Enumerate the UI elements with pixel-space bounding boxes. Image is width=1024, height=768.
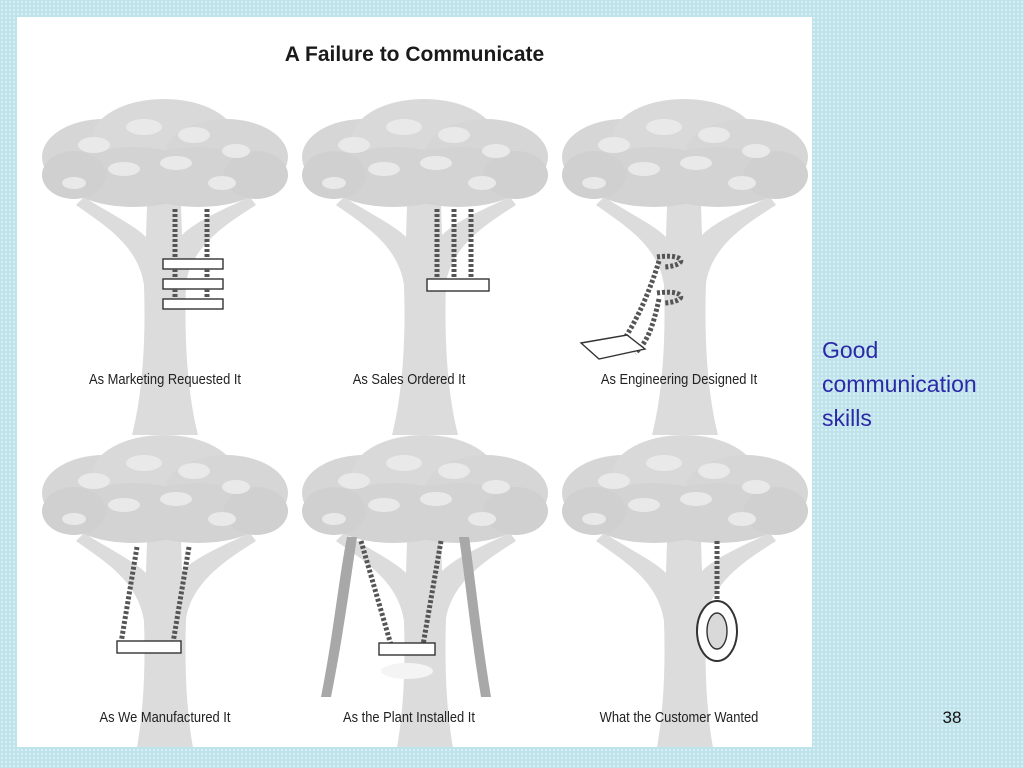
caption-manufactured: As We Manufactured It — [99, 709, 231, 726]
swing-angled — [116, 546, 192, 654]
side-text: Good communication skills — [822, 333, 1022, 435]
side-text-line: Good — [822, 337, 879, 363]
caption-plant: As the Plant Installed It — [343, 709, 475, 726]
caption-marketing: As Marketing Requested It — [88, 371, 242, 388]
side-text-line: skills — [822, 405, 872, 431]
side-text-line: communication — [822, 371, 977, 397]
tree-swing-illustration — [42, 99, 808, 747]
caption-customer: What the Customer Wanted — [599, 709, 759, 726]
swing-three-tier — [162, 209, 224, 310]
figure-panel: A Failure to Communicate As Marketing Re… — [17, 17, 812, 747]
tree-4 — [42, 435, 288, 747]
slide-number: 38 — [942, 708, 962, 727]
swing-installed — [321, 537, 491, 697]
swing-three-ropes — [426, 209, 490, 292]
tree-6 — [562, 435, 808, 747]
caption-sales: As Sales Ordered It — [352, 371, 466, 388]
figure-title: A Failure to Communicate — [284, 43, 545, 66]
swing-tire — [696, 541, 738, 662]
caption-engineering: As Engineering Designed It — [600, 371, 758, 388]
swing-wrapped-trunk — [579, 253, 684, 360]
